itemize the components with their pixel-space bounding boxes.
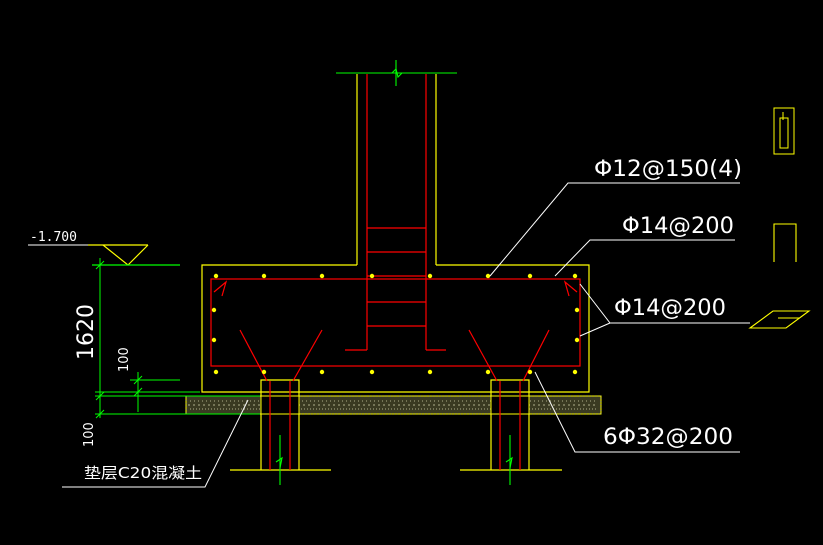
dimension-lines — [28, 244, 260, 419]
dim-cushion: 100 — [82, 422, 97, 447]
cushion-layer — [185, 395, 602, 415]
dim-height-main: 1620 — [74, 304, 99, 360]
cushion-label: 垫层C20混凝土 — [84, 464, 202, 482]
break-lines — [275, 60, 513, 485]
rebar-top-label: Φ14@200 — [622, 214, 734, 239]
elevation-label: -1.700 — [30, 230, 77, 245]
stirrup-shape-icon — [773, 107, 795, 155]
leader-lines — [62, 182, 750, 488]
hook-shape-icon — [773, 223, 797, 262]
dim-cover-top: 100 — [117, 347, 132, 372]
rebar-stirrup-label: Φ12@150(4) — [594, 157, 742, 182]
tie-shape-icon — [748, 310, 811, 329]
rebar-cage — [210, 74, 581, 470]
rebar-side-label: Φ14@200 — [614, 296, 726, 321]
rebar-dots — [211, 273, 580, 375]
rebar-bottom-label: 6Φ32@200 — [603, 425, 733, 450]
